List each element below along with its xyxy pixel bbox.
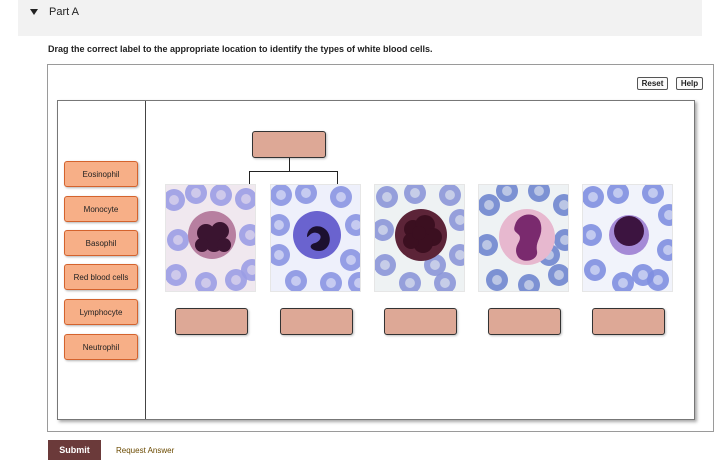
help-button[interactable]: Help: [676, 77, 703, 90]
drop-target-4[interactable]: [488, 308, 561, 335]
submit-button[interactable]: Submit: [48, 440, 101, 460]
multilobed-dark-granular-cell-image: [166, 185, 255, 291]
drop-target-3[interactable]: [384, 308, 457, 335]
drop-target-2[interactable]: [280, 308, 353, 335]
leader-line: [249, 171, 338, 172]
collapse-caret-icon[interactable]: [30, 9, 38, 15]
label-eosinophil[interactable]: Eosinophil: [64, 161, 138, 187]
label-column-divider: [145, 101, 146, 419]
drop-target-top[interactable]: [252, 131, 326, 158]
blue-cytoplasm-cell-image: [271, 185, 360, 291]
micrograph-2: [270, 184, 361, 292]
micrograph-1: [165, 184, 256, 292]
label-neutrophil[interactable]: Neutrophil: [64, 334, 138, 360]
micrograph-5: [582, 184, 673, 292]
instruction-text: Drag the correct label to the appropriat…: [48, 44, 433, 54]
micrograph-3: [374, 184, 465, 292]
request-answer-link[interactable]: Request Answer: [116, 446, 175, 455]
label-basophil[interactable]: Basophil: [64, 230, 138, 256]
micrograph-4: [478, 184, 569, 292]
drop-target-5[interactable]: [592, 308, 665, 335]
label-lymphocyte[interactable]: Lymphocyte: [64, 299, 138, 325]
leader-line: [289, 158, 290, 172]
large-pink-nucleus-cell-image: [479, 185, 568, 291]
label-monocyte[interactable]: Monocyte: [64, 196, 138, 222]
dense-dark-granule-cell-image: [375, 185, 464, 291]
label-red-blood-cells[interactable]: Red blood cells: [64, 264, 138, 290]
reset-button[interactable]: Reset: [637, 77, 668, 90]
small-round-nucleus-cell-image: [583, 185, 672, 291]
part-a-header[interactable]: Part A: [18, 0, 702, 36]
drop-target-1[interactable]: [175, 308, 248, 335]
part-title: Part A: [49, 6, 79, 18]
